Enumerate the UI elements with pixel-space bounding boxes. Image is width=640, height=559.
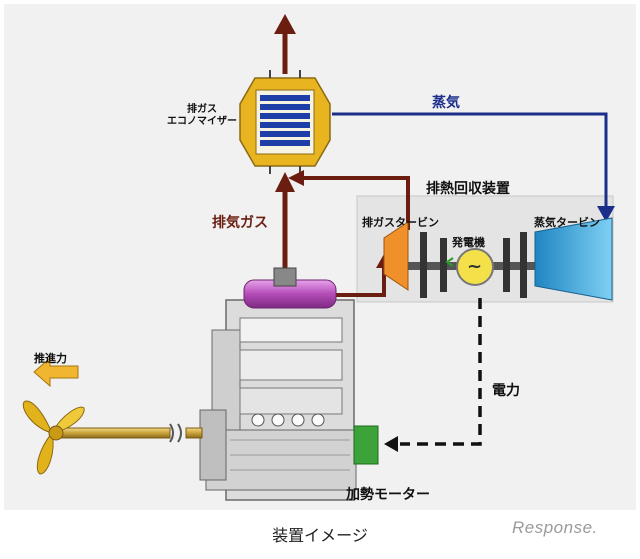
engine-icon — [199, 299, 357, 501]
turbine-exhaust-arrowhead — [288, 170, 304, 186]
coupling-mid-right — [503, 238, 510, 292]
shaft-break-icon — [169, 423, 182, 443]
turbine-exhaust-arrow — [300, 176, 410, 230]
coupling-right — [520, 232, 527, 298]
generator-label: 発電機 — [452, 236, 485, 249]
economizer-icon — [239, 70, 331, 174]
coupling-left — [420, 232, 427, 298]
steam-arrow — [332, 112, 608, 210]
steam-arrowhead — [597, 206, 615, 222]
exhaust-gas-label: 排気ガス — [212, 215, 268, 231]
steam-turbine-icon — [534, 217, 613, 301]
generator-symbol: ~ — [467, 256, 483, 277]
booster-motor-label: 加勢モーター — [346, 487, 430, 503]
exhaust-up-arrowhead — [275, 172, 295, 192]
brand-watermark: Response. — [512, 518, 598, 537]
electric-power-line — [400, 298, 482, 446]
steam-label: 蒸気 — [432, 95, 460, 111]
coupling-mid-left — [440, 238, 447, 292]
heat-recovery-unit-label: 排熱回収装置 — [426, 181, 510, 197]
thrust-arrow-icon — [33, 356, 79, 388]
gas-turbine-icon — [383, 221, 409, 291]
propeller-shaft-inner — [185, 427, 203, 439]
electric-power-arrowhead — [384, 436, 398, 452]
economizer-label: 排ガス エコノマイザー — [167, 104, 237, 127]
electric-power-label: 電力 — [492, 383, 520, 399]
generator-icon — [456, 248, 494, 286]
turbocharger-outlet — [273, 267, 297, 287]
thrust-label: 推進力 — [34, 352, 67, 365]
gas-turbine-label: 排ガスタービン — [362, 216, 439, 229]
image-caption: 装置イメージ — [272, 526, 368, 545]
exhaust-out-arrowhead — [274, 14, 296, 34]
booster-motor-icon — [353, 425, 379, 465]
generator-clutch-icon — [445, 257, 454, 267]
steam-turbine-label: 蒸気タービン — [534, 216, 600, 229]
propeller-shaft — [59, 427, 171, 439]
propeller-icon — [22, 400, 85, 475]
